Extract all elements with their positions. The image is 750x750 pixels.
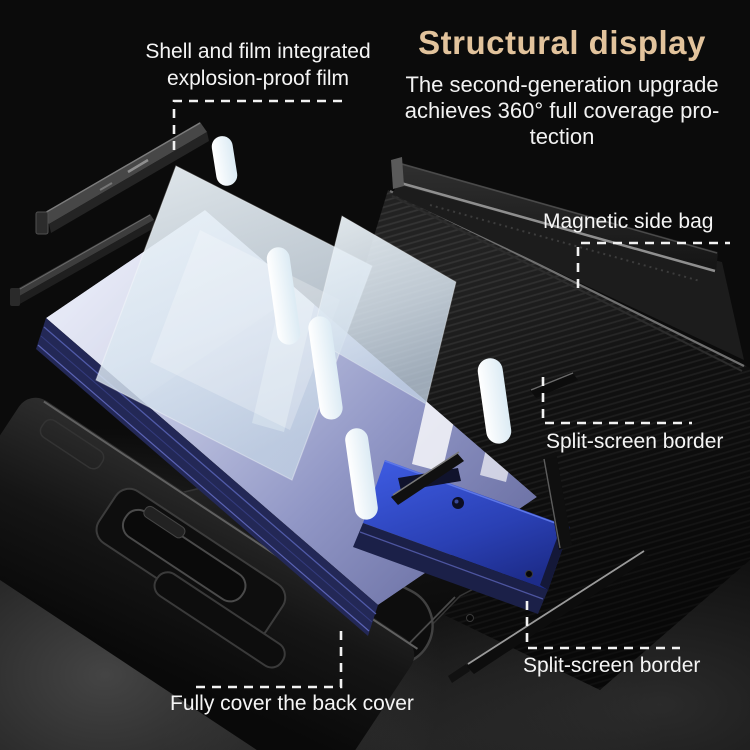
page-title: Structural display bbox=[418, 24, 706, 61]
kickstand-bracket bbox=[95, 487, 287, 669]
split-border-rail-upper bbox=[391, 453, 464, 505]
split-border-rail-small bbox=[530, 372, 578, 398]
callout-line-split-bottom bbox=[525, 601, 680, 650]
callout-label-film: Shell and film integrated explosion-proo… bbox=[145, 40, 371, 90]
film-large bbox=[95, 165, 373, 481]
standoff-pin bbox=[308, 316, 343, 420]
front-shell-kickstand bbox=[0, 397, 419, 750]
callout-label-split-screen-border-bottom: Split-screen border bbox=[523, 654, 701, 677]
page-subtitle: The second-generation upgrade achieves 3… bbox=[404, 72, 720, 149]
film-small bbox=[311, 215, 457, 405]
frame-rail-top bbox=[35, 122, 209, 235]
frame-rail-thin bbox=[10, 214, 156, 306]
split-border-rail-right bbox=[543, 452, 572, 550]
standoff-pin bbox=[211, 136, 238, 186]
split-screen-border-rails bbox=[391, 372, 650, 683]
standoff-pins bbox=[211, 136, 512, 520]
standoff-pin bbox=[477, 358, 512, 444]
callout-line-magnetic bbox=[576, 241, 730, 288]
callout-label-back-cover: Fully cover the back cover bbox=[170, 692, 414, 715]
screw-hole bbox=[525, 570, 533, 578]
callout-label-magnetic-side-bag: Magnetic side bag bbox=[543, 210, 714, 233]
sensor-dot bbox=[452, 497, 464, 509]
callout-label-split-screen-border-top: Split-screen border bbox=[546, 430, 724, 453]
standoff-pin bbox=[266, 247, 301, 345]
magnetic-side-bar bbox=[391, 157, 718, 282]
split-border-rail-long bbox=[466, 550, 650, 674]
callout-line-back-cover bbox=[196, 631, 343, 689]
phone-side-edges bbox=[36, 318, 570, 636]
screw-hole bbox=[466, 614, 474, 622]
standoff-pin bbox=[345, 428, 378, 520]
callout-line-film bbox=[172, 99, 348, 150]
case-gap-face bbox=[392, 184, 744, 360]
callout-lines bbox=[172, 99, 730, 689]
callout-line-split-top bbox=[541, 377, 692, 425]
